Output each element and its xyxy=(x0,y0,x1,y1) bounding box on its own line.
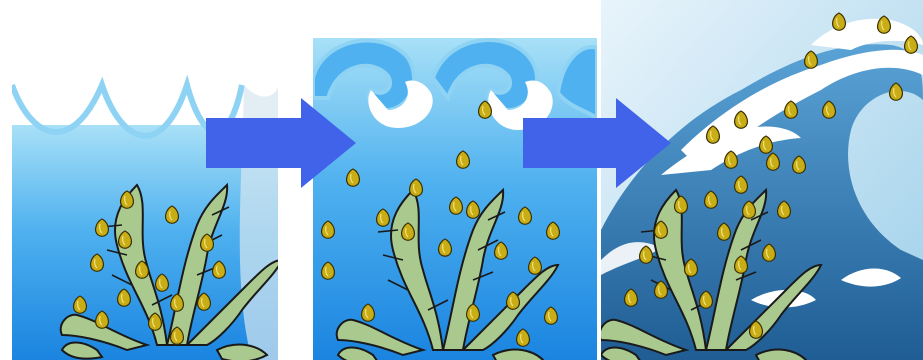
right-arrow-icon xyxy=(206,98,356,188)
stage-small-waves-panel xyxy=(313,38,597,360)
right-arrow-icon xyxy=(523,98,671,188)
stage-calm-water-panel xyxy=(12,45,278,360)
